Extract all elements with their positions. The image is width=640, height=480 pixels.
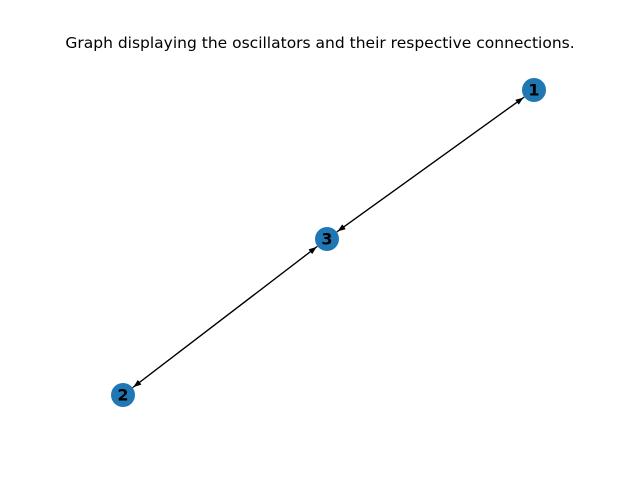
- node-3: 3: [315, 227, 339, 251]
- diagram-title: Graph displaying the oscillators and the…: [65, 34, 575, 52]
- nodes-layer: 1 2 3: [111, 78, 546, 407]
- edge-3-to-2: [132, 245, 318, 388]
- node-circle-1: [522, 78, 546, 102]
- node-2: 2: [111, 383, 135, 407]
- node-label-3: 3: [321, 230, 332, 249]
- edge-3-to-1: [336, 97, 524, 233]
- node-circle-2: [111, 383, 135, 407]
- node-label-2: 2: [117, 386, 128, 405]
- edges-layer: [132, 96, 525, 389]
- node-circle-3: [315, 227, 339, 251]
- node-label-1: 1: [528, 81, 539, 100]
- node-1: 1: [522, 78, 546, 102]
